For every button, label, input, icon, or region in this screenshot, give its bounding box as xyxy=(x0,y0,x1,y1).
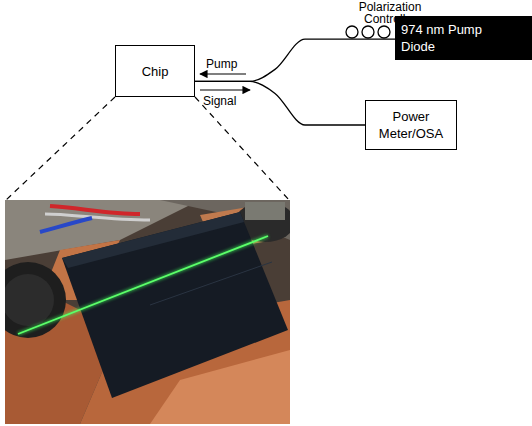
chip-box: Chip xyxy=(115,45,195,97)
pump-arrow xyxy=(200,73,246,74)
fiber-connector xyxy=(195,81,365,125)
signal-arrow xyxy=(200,89,250,90)
node-text: Power Meter/OSA xyxy=(371,108,451,142)
fiber-connector xyxy=(195,39,395,81)
node-text: 974 nm Pump Diode xyxy=(401,21,501,55)
component-label: Polarization Controller xyxy=(340,1,440,25)
polarization-loops xyxy=(346,26,390,38)
chip-photo xyxy=(5,200,290,424)
node-text: Chip xyxy=(142,63,169,80)
signal-name: Pump xyxy=(206,57,237,71)
power-meter-box: Power Meter/OSA xyxy=(365,100,457,150)
zoom-line xyxy=(6,97,115,200)
zoom-line xyxy=(195,97,289,200)
signal-name: Signal xyxy=(203,94,236,108)
